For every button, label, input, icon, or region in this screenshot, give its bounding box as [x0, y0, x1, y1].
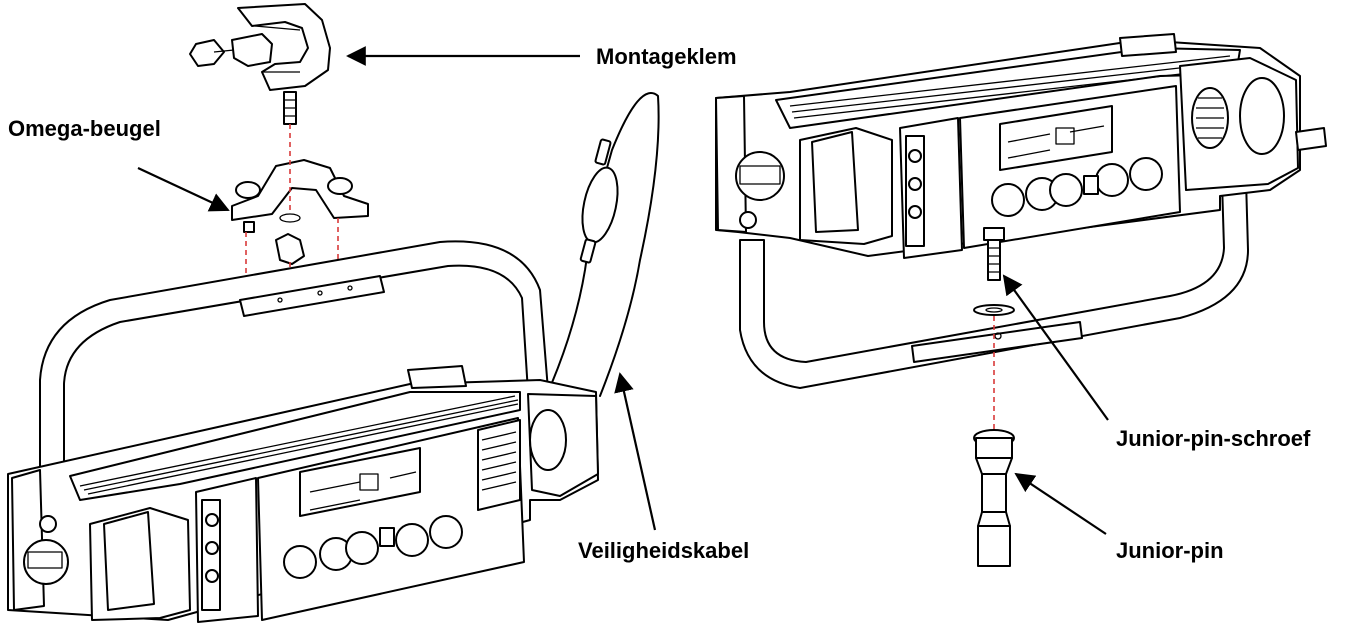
omega-bracket	[231, 159, 369, 265]
veiligheidskabel-label: Veiligheidskabel	[578, 538, 749, 563]
montageklem-label: Montageklem	[596, 44, 737, 69]
junior-pin-schroef-leader	[1002, 274, 1109, 421]
junior-pin-screw	[973, 227, 1015, 316]
omega-beugel-leader	[137, 167, 230, 212]
mounting-clamp	[189, 3, 331, 125]
junior-pin	[973, 429, 1015, 567]
junior-pin-leader	[1014, 472, 1107, 535]
left-fixture	[7, 365, 599, 623]
junior-pin-schroef-label: Junior-pin-schroef	[1116, 426, 1311, 451]
omega-beugel-label: Omega-beugel	[8, 116, 161, 141]
veiligheidskabel-leader	[614, 372, 657, 531]
right-fixture	[715, 33, 1327, 259]
left-yoke	[39, 240, 549, 481]
junior-pin-label: Junior-pin	[1116, 538, 1224, 563]
right-assembly	[715, 33, 1327, 567]
left-assembly	[7, 3, 660, 623]
safety-cable	[547, 92, 660, 397]
